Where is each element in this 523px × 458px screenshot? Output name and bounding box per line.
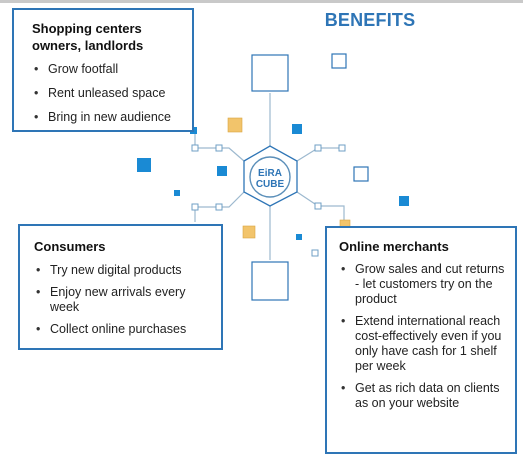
blue-squares [137,124,409,240]
list-item: Bring in new audience [32,110,182,125]
gold-squares [227,117,351,239]
benefit-box-owners: Shopping centers owners, landlords Grow … [12,8,194,132]
benefit-box-merchants: Online merchants Grow sales and cut retu… [325,226,517,454]
list-item: Grow sales and cut returns - let custome… [339,262,507,307]
benefit-list: Grow sales and cut returns - let custome… [339,262,507,411]
benefit-list: Try new digital products Enjoy new arriv… [34,263,211,337]
logo-text-line2: CUBE [256,179,285,190]
box-heading: Shopping centers owners, landlords [32,21,144,53]
box-heading: Consumers [34,239,106,254]
outline-square-small-top [331,53,347,69]
outline-square-small-right [353,166,369,182]
logo-text-line1: EiRA [258,168,282,179]
box-heading: Online merchants [339,239,449,254]
outline-square-top [251,54,289,92]
connector-nodes [191,144,346,257]
benefit-box-consumers: Consumers Try new digital products Enjoy… [18,224,223,350]
benefit-list: Grow footfall Rent unleased space Bring … [32,62,182,125]
list-item: Enjoy new arrivals every week [34,285,211,315]
logo-ring [249,156,291,198]
page-title: BENEFITS [324,10,416,30]
list-item: Try new digital products [34,263,211,278]
list-item: Get as rich data on clients as on your w… [339,381,507,411]
outline-square-bottom [251,261,289,301]
list-item: Grow footfall [32,62,182,77]
list-item: Extend international reach cost-effectiv… [339,314,507,374]
list-item: Collect online purchases [34,322,211,337]
top-divider [0,0,523,3]
list-item: Rent unleased space [32,86,182,101]
